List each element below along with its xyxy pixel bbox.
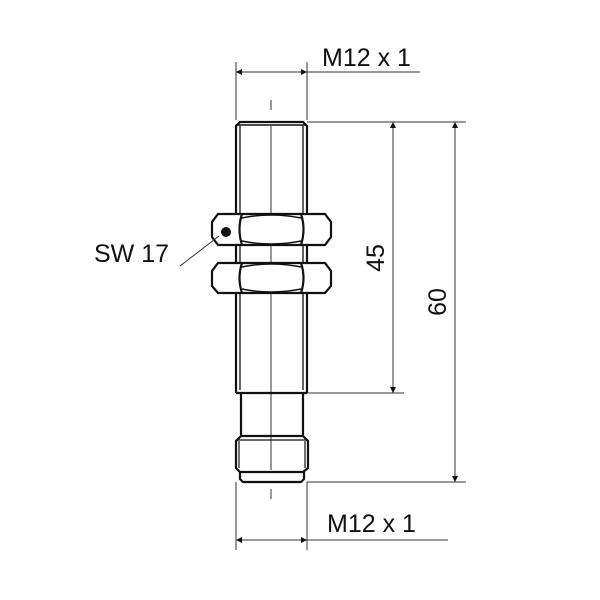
wrench-size-leader	[179, 235, 220, 267]
wrench-size-label: SW 17	[94, 240, 169, 268]
total-length-label: 60	[424, 288, 452, 316]
sensor-body	[234, 120, 310, 484]
dimension-60	[307, 121, 466, 483]
hex-nut-upper	[210, 212, 333, 247]
thread-top-label: M12 x 1	[322, 44, 411, 72]
nut-marker-dot	[221, 227, 231, 237]
dimension-thread-bottom	[235, 482, 448, 550]
dimension-thread-top	[235, 62, 420, 120]
thread-bottom-label: M12 x 1	[327, 510, 416, 538]
hex-nut-lower	[210, 261, 333, 295]
thread-length-label: 45	[362, 244, 390, 272]
